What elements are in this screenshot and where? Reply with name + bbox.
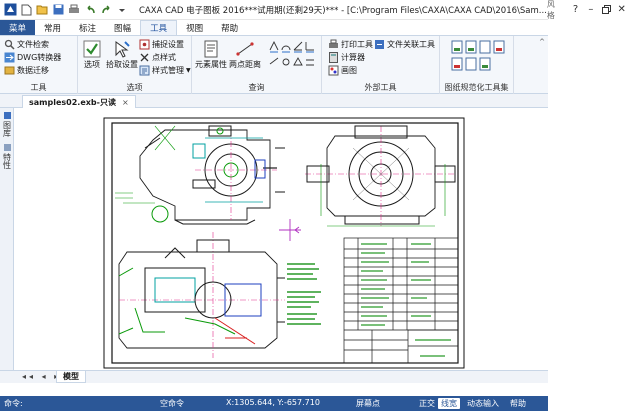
data-migration-icon <box>4 65 15 76</box>
standardization-tool-icons[interactable] <box>450 39 506 73</box>
tools-group-label: 工具 <box>30 83 47 92</box>
standardization-group: 图纸规范化工具集 <box>440 36 514 94</box>
cursor-crosshair <box>279 219 301 241</box>
quick-access-toolbar <box>0 3 129 17</box>
tab-menu[interactable]: 菜单 <box>0 20 36 35</box>
style-label[interactable]: 风格 <box>546 0 555 20</box>
data-migration-button[interactable]: 数据迁移 <box>4 65 49 76</box>
engineering-drawing <box>103 117 465 369</box>
linewidth-button[interactable]: 线宽 <box>438 398 460 409</box>
new-file-icon[interactable] <box>19 3 33 17</box>
technical-notes <box>287 263 321 325</box>
library-icon <box>3 112 11 119</box>
library-tab[interactable]: 图库 <box>1 112 13 137</box>
open-file-icon[interactable] <box>35 3 49 17</box>
point-style-icon <box>139 52 150 63</box>
query-tools-icons[interactable] <box>268 40 318 70</box>
side-view <box>305 125 456 227</box>
printer-icon <box>328 39 339 50</box>
ribbon: 文件检索 DWG转换器 数据迁移 工具 选项 拾取设置 捕捉设置 点样式 <box>0 36 548 94</box>
customize-toolbar-icon[interactable] <box>115 3 129 17</box>
document-tab-close-icon[interactable]: × <box>121 97 129 107</box>
tab-tools[interactable]: 工具 <box>140 20 178 35</box>
ortho-button[interactable]: 正交 <box>419 399 435 408</box>
snap-mode-button[interactable]: 屏幕点 <box>356 399 380 408</box>
window-title: CAXA CAD 电子图板 2016***试用期(还剩29天)*** - [C:… <box>139 5 547 16</box>
snap-settings-icon <box>139 39 150 50</box>
paint-icon <box>328 65 339 76</box>
external-tools-group: 打印工具 文件关联工具 计算器 画图 外部工具 <box>322 36 440 94</box>
print-icon[interactable] <box>67 3 81 17</box>
help-button[interactable]: 帮助 <box>510 399 526 408</box>
dynamic-input-button[interactable]: 动态输入 <box>467 399 499 408</box>
calculator-button[interactable]: 计算器 <box>328 52 365 63</box>
undo-icon[interactable] <box>83 3 97 17</box>
left-side-panel: 图库 特性 <box>0 108 14 372</box>
current-command: 空命令 <box>160 399 184 408</box>
style-manager-icon <box>139 65 150 76</box>
layout-nav-arrows[interactable]: ◂◂ ◂ ▸ ▸▸ <box>22 372 81 381</box>
element-properties-icon <box>201 39 221 59</box>
dwg-converter-button[interactable]: DWG转换器 <box>4 52 61 63</box>
calculator-icon <box>328 52 339 63</box>
tab-help[interactable]: 帮助 <box>221 23 239 34</box>
ribbon-tab-bar: 菜单 常用 标注 图幅 工具 视图 帮助 <box>0 20 548 36</box>
title-block-text <box>361 243 451 357</box>
options-group-label: 选项 <box>126 83 143 92</box>
command-line-area[interactable] <box>0 383 548 396</box>
options-group: 选项 拾取设置 捕捉设置 点样式 样式管理 ▼ 选项 <box>78 36 192 94</box>
title-block <box>343 237 459 364</box>
tab-common[interactable]: 常用 <box>44 23 62 34</box>
query-group: 元素属性 两点距离 查询 <box>192 36 322 94</box>
distance-icon <box>235 39 255 59</box>
ribbon-collapse-icon[interactable]: ^ <box>539 38 545 46</box>
element-properties-button[interactable]: 元素属性 <box>195 39 227 70</box>
drawing-canvas[interactable] <box>15 108 548 370</box>
tools-group: 文件检索 DWG转换器 数据迁移 工具 <box>0 36 78 94</box>
pick-settings-icon <box>112 39 132 59</box>
document-tab-bar: samples02.exb-只读 × <box>0 94 548 108</box>
properties-icon <box>3 144 11 151</box>
dropdown-arrow-icon: ▼ <box>186 67 191 74</box>
help-question-icon[interactable]: ? <box>572 4 579 15</box>
two-point-distance-button[interactable]: 两点距离 <box>229 39 261 70</box>
restore-icon[interactable] <box>599 2 613 18</box>
file-search-icon <box>4 39 15 50</box>
file-association-button[interactable]: 文件关联工具 <box>374 39 435 50</box>
options-button[interactable]: 选项 <box>82 39 102 70</box>
title-bar: CAXA CAD 电子图板 2016***试用期(还剩29天)*** - [C:… <box>0 0 626 20</box>
model-tab[interactable]: 模型 <box>56 371 86 383</box>
options-check-icon <box>82 39 102 59</box>
close-icon[interactable]: ✕ <box>617 4 626 15</box>
query-group-label: 查询 <box>248 83 265 92</box>
properties-tab[interactable]: 特性 <box>1 144 13 169</box>
minimize-icon[interactable]: – <box>588 4 594 15</box>
file-association-icon <box>374 39 385 50</box>
style-manager-button[interactable]: 样式管理 ▼ <box>139 65 191 76</box>
section-view <box>118 232 285 358</box>
app-logo-icon[interactable] <box>3 3 17 17</box>
snap-settings-button[interactable]: 捕捉设置 <box>139 39 184 50</box>
tab-view[interactable]: 视图 <box>186 23 204 34</box>
file-search-button[interactable]: 文件检索 <box>4 39 49 50</box>
print-tool-button[interactable]: 打印工具 <box>328 39 373 50</box>
point-style-button[interactable]: 点样式 <box>139 52 176 63</box>
status-bar: 命令: 空命令 X:1305.644, Y:-657.710 屏幕点 正交 线宽… <box>0 396 548 411</box>
tab-sheet[interactable]: 图幅 <box>114 23 132 34</box>
window-controls: 风格 ? – ✕ <box>547 0 631 21</box>
front-view <box>115 125 285 225</box>
cursor-coordinates: X:1305.644, Y:-657.710 <box>226 398 320 407</box>
tab-annotate[interactable]: 标注 <box>79 23 97 34</box>
redo-icon[interactable] <box>99 3 113 17</box>
dwg-converter-icon <box>4 52 15 63</box>
layout-tab-bar: ◂◂ ◂ ▸ ▸▸ 模型 <box>0 370 548 383</box>
document-tab[interactable]: samples02.exb-只读 × <box>22 95 136 108</box>
external-tools-group-label: 外部工具 <box>364 83 397 92</box>
standardization-group-label: 图纸规范化工具集 <box>444 83 509 92</box>
pick-settings-button[interactable]: 拾取设置 <box>106 39 138 70</box>
command-prompt: 命令: <box>4 399 23 408</box>
save-icon[interactable] <box>51 3 65 17</box>
paint-button[interactable]: 画图 <box>328 65 357 76</box>
